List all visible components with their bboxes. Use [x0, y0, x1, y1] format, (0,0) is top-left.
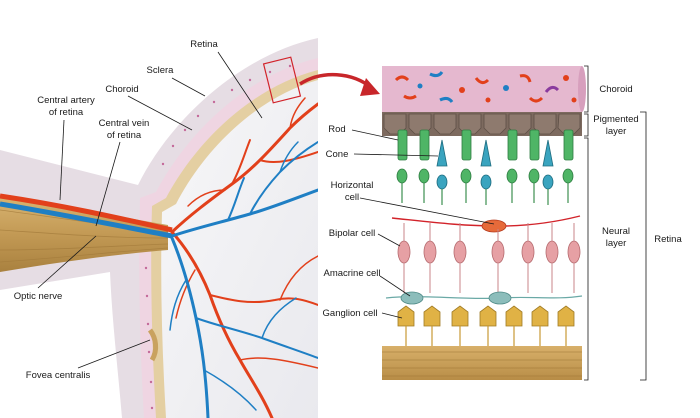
ganglion-cell-row: [397, 305, 575, 327]
label-central-vein-2: of retina: [107, 130, 142, 141]
label-choroid-layer: Choroid: [599, 84, 632, 95]
label-central-artery-1: Central artery: [37, 95, 95, 106]
label-horizontal-cell-2: cell: [345, 192, 359, 203]
choroid-blood-cells: [394, 71, 577, 103]
cell-leader-lines: [351, 129, 495, 319]
eye-cross-section: [0, 38, 318, 418]
retina-layers-diagram: [382, 66, 586, 380]
zoom-arrow: [299, 73, 380, 96]
amacrine-cell-row: [385, 291, 583, 305]
label-horizontal-cell-1: Horizontal: [331, 180, 374, 191]
label-pigmented-layer-2: layer: [606, 126, 627, 137]
label-sclera: Sclera: [147, 65, 175, 76]
layer-brackets: [584, 65, 647, 381]
label-bipolar-cell: Bipolar cell: [329, 228, 375, 239]
label-cone: Cone: [326, 149, 349, 160]
ganglion-axons: [405, 326, 567, 346]
label-choroid: Choroid: [105, 84, 138, 95]
label-rod: Rod: [328, 124, 345, 135]
label-pigmented-layer-1: Pigmented: [593, 114, 638, 125]
label-optic-nerve: Optic nerve: [14, 291, 63, 302]
choroid-dots: [144, 64, 292, 410]
central-vein: [0, 201, 173, 239]
label-central-vein-1: Central vein: [99, 118, 150, 129]
label-central-artery-2: of retina: [49, 107, 84, 118]
label-neural-layer-1: Neural: [602, 226, 630, 237]
optic-nerve-bundle: [0, 195, 168, 272]
eye-leader-lines: [37, 51, 263, 369]
retinal-arteries: [170, 97, 318, 418]
photoreceptor-row: [396, 129, 574, 205]
label-retina: Retina: [190, 39, 218, 50]
label-amacrine-cell: Amacrine cell: [323, 268, 380, 279]
pigment-cells: [383, 113, 581, 135]
label-neural-layer-2: layer: [606, 238, 627, 249]
central-artery: [0, 193, 173, 233]
bipolar-dendrites: [403, 223, 575, 293]
bipolar-cell-row: [397, 240, 581, 264]
label-fovea-centralis: Fovea centralis: [26, 370, 91, 381]
label-retina-layer: Retina: [654, 234, 682, 245]
fovea-centralis: [147, 328, 159, 362]
retina-sample-box: [262, 56, 302, 104]
label-ganglion-cell: Ganglion cell: [323, 308, 378, 319]
nerve-fiber-layer: [382, 346, 582, 380]
retinal-veins: [169, 141, 318, 418]
